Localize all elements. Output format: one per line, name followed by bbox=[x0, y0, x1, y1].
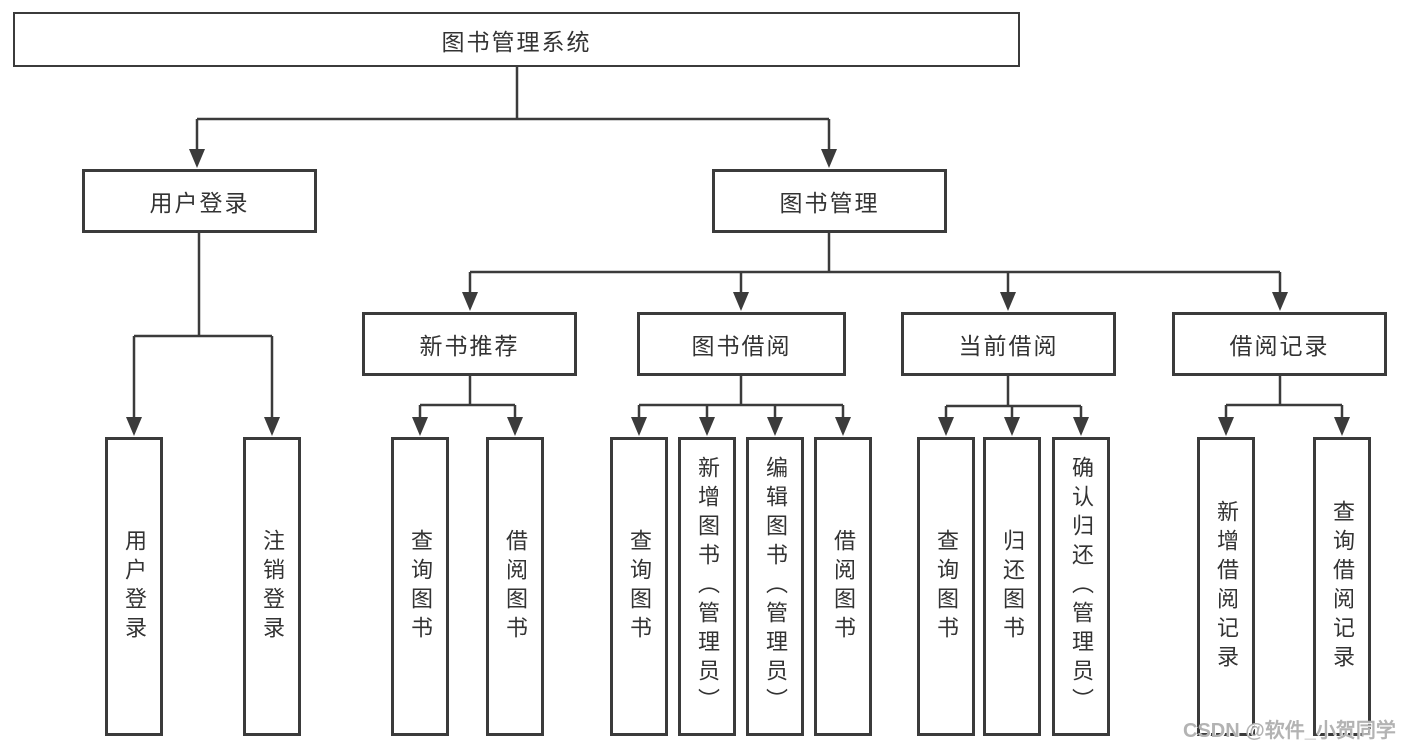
csdn-watermark: CSDN @软件_小贺同学 bbox=[1183, 720, 1396, 742]
leaf-records-add-record: 新增借阅记录 bbox=[1197, 437, 1255, 736]
leaf-label: 确认归还（管理员） bbox=[1069, 456, 1094, 717]
leaf-label: 查询图书 bbox=[934, 528, 959, 645]
node-new-book-recommend: 新书推荐 bbox=[362, 312, 577, 376]
leaf-label: 查询图书 bbox=[408, 528, 433, 645]
leaf-label: 查询借阅记录 bbox=[1330, 499, 1355, 674]
leaf-label: 归还图书 bbox=[1000, 528, 1025, 645]
leaf-label: 借阅图书 bbox=[831, 528, 856, 645]
leaf-label: 新增借阅记录 bbox=[1214, 499, 1239, 674]
leaf-newbook-query-book: 查询图书 bbox=[391, 437, 449, 736]
leaf-borrow-add-book-admin: 新增图书（管理员） bbox=[678, 437, 736, 736]
leaf-borrow-borrow-book: 借阅图书 bbox=[814, 437, 872, 736]
leaf-label: 借阅图书 bbox=[503, 528, 528, 645]
node-label: 图书借阅 bbox=[691, 333, 792, 359]
leaf-label: 编辑图书（管理员） bbox=[763, 456, 788, 717]
node-book-management: 图书管理 bbox=[712, 169, 947, 233]
leaf-current-query-book: 查询图书 bbox=[917, 437, 975, 736]
node-label: 当前借阅 bbox=[958, 333, 1059, 359]
leaf-current-confirm-return-admin: 确认归还（管理员） bbox=[1052, 437, 1110, 736]
node-book-borrow: 图书借阅 bbox=[637, 312, 846, 376]
node-borrow-records: 借阅记录 bbox=[1172, 312, 1387, 376]
leaf-label: 查询图书 bbox=[627, 528, 652, 645]
node-label: 图书管理 bbox=[779, 190, 880, 216]
leaf-label: 用户登录 bbox=[122, 528, 147, 645]
leaf-label: 新增图书（管理员） bbox=[695, 456, 720, 717]
leaf-borrow-edit-book-admin: 编辑图书（管理员） bbox=[746, 437, 804, 736]
leaf-records-query-record: 查询借阅记录 bbox=[1313, 437, 1371, 736]
leaf-user-login: 用户登录 bbox=[105, 437, 163, 736]
node-label: 图书管理系统 bbox=[441, 28, 592, 55]
leaf-current-return-book: 归还图书 bbox=[983, 437, 1041, 736]
node-root-system: 图书管理系统 bbox=[13, 12, 1020, 67]
node-label: 新书推荐 bbox=[419, 333, 520, 359]
leaf-label: 注销登录 bbox=[260, 528, 285, 645]
node-label: 用户登录 bbox=[149, 190, 250, 216]
node-label: 借阅记录 bbox=[1229, 333, 1330, 359]
leaf-newbook-borrow-book: 借阅图书 bbox=[486, 437, 544, 736]
leaf-borrow-query-book: 查询图书 bbox=[610, 437, 668, 736]
node-user-login: 用户登录 bbox=[82, 169, 317, 233]
leaf-logout-login: 注销登录 bbox=[243, 437, 301, 736]
node-current-borrow: 当前借阅 bbox=[901, 312, 1116, 376]
